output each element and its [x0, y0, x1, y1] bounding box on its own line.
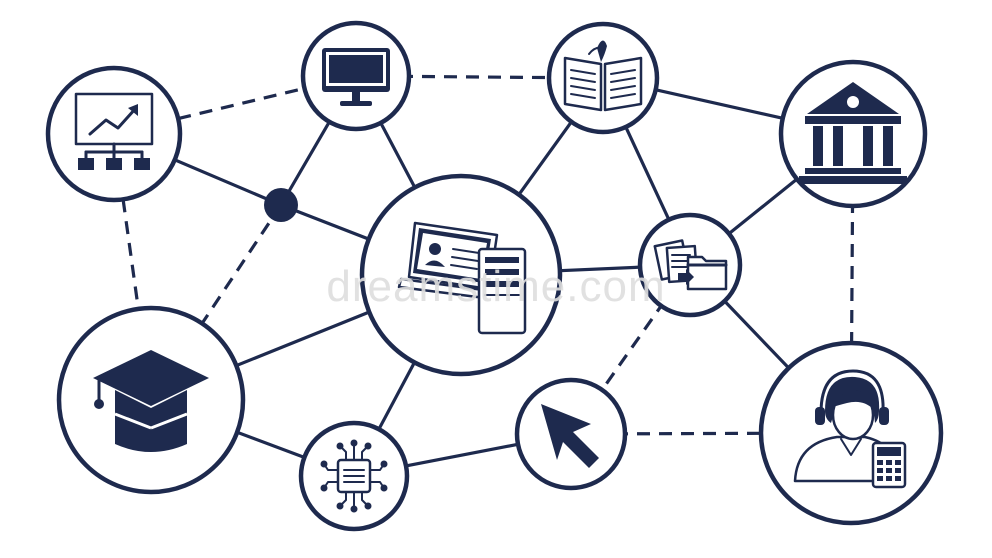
analytics-node	[45, 65, 183, 203]
computer-node	[359, 173, 563, 377]
graduation-node	[56, 305, 246, 495]
mouse-cursor-icon	[541, 404, 599, 468]
chip-node	[298, 420, 410, 532]
bank-building-icon	[799, 82, 907, 184]
support-node	[758, 340, 944, 526]
graduation-cap-icon	[93, 350, 209, 452]
monitor-node	[300, 20, 412, 132]
open-book-icon	[563, 40, 643, 112]
dashed-edge-junction-graduation	[149, 204, 283, 401]
book-node	[546, 21, 660, 135]
cursor-node	[514, 377, 628, 491]
file-transfer-icon	[653, 239, 728, 291]
circuit-chip-icon	[320, 439, 388, 513]
bank-node	[778, 59, 928, 209]
junction-dot	[264, 188, 298, 222]
desktop-monitor-icon	[322, 48, 390, 106]
analytics-chart-icon	[74, 92, 154, 170]
files-node	[637, 212, 743, 318]
laptop-computer-tower-icon	[397, 221, 527, 335]
support-agent-calculator-icon	[793, 369, 907, 489]
